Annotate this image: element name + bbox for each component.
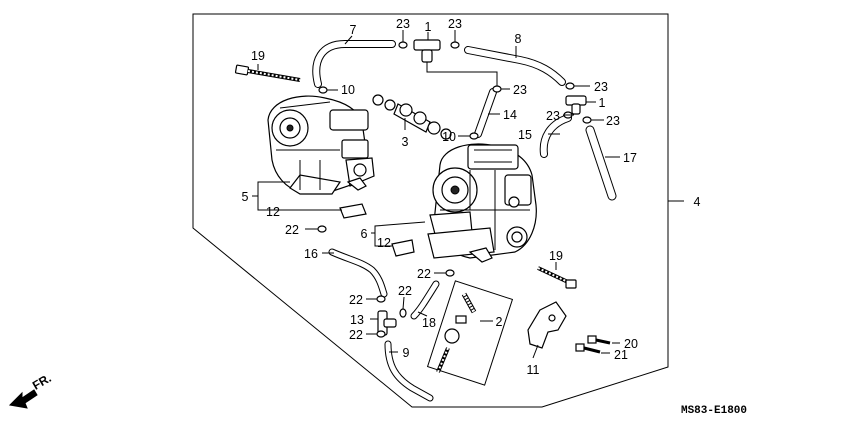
callout-22: 22 <box>398 284 412 298</box>
hoses <box>312 40 617 402</box>
callout-4: 4 <box>694 195 701 209</box>
callout-7: 7 <box>350 23 357 37</box>
callout-16: 16 <box>304 247 318 261</box>
callout-22: 22 <box>285 223 299 237</box>
bracket <box>527 301 611 354</box>
fittings <box>317 39 592 338</box>
callout-8: 8 <box>515 32 522 46</box>
callout-10: 10 <box>442 130 456 144</box>
callout-18: 18 <box>422 316 436 330</box>
callout-22: 22 <box>417 267 431 281</box>
drawing-code: MS83-E1800 <box>681 405 747 417</box>
callout-23: 23 <box>594 80 608 94</box>
front-direction-arrow-icon <box>8 389 38 409</box>
screws <box>234 64 577 386</box>
front-direction-label: FR. <box>30 371 54 393</box>
callout-17: 17 <box>623 151 637 165</box>
callout-23: 23 <box>448 17 462 31</box>
callout-1: 1 <box>425 20 432 34</box>
callout-20: 20 <box>624 337 638 351</box>
right-carburetor <box>427 143 537 263</box>
callout-23: 23 <box>396 17 410 31</box>
assembly-boundary <box>192 13 669 408</box>
callout-22: 22 <box>349 293 363 307</box>
callout-11: 11 <box>527 363 540 377</box>
callout-12: 12 <box>266 205 280 219</box>
callout-23: 23 <box>513 83 527 97</box>
callout-19: 19 <box>549 249 563 263</box>
leader-lines <box>252 30 684 359</box>
callout-5: 5 <box>242 190 249 204</box>
callout-14: 14 <box>503 108 517 122</box>
callout-3: 3 <box>402 135 409 149</box>
callout-9: 9 <box>403 346 410 360</box>
callout-21: 21 <box>614 348 628 362</box>
callout-23: 23 <box>546 109 560 123</box>
callout-12: 12 <box>377 236 391 250</box>
callout-19: 19 <box>251 49 265 63</box>
callout-13: 13 <box>350 313 364 327</box>
callout-23: 23 <box>606 114 620 128</box>
callout-2: 2 <box>496 315 503 329</box>
callout-labels: 1 1 2 3 4 5 6 7 8 9 10 10 11 12 12 13 14… <box>242 17 701 377</box>
callout-1: 1 <box>599 96 606 110</box>
callout-6: 6 <box>361 227 368 241</box>
left-carburetor <box>267 95 375 195</box>
callout-10: 10 <box>341 83 355 97</box>
callout-22: 22 <box>349 328 363 342</box>
callout-15: 15 <box>518 128 532 142</box>
